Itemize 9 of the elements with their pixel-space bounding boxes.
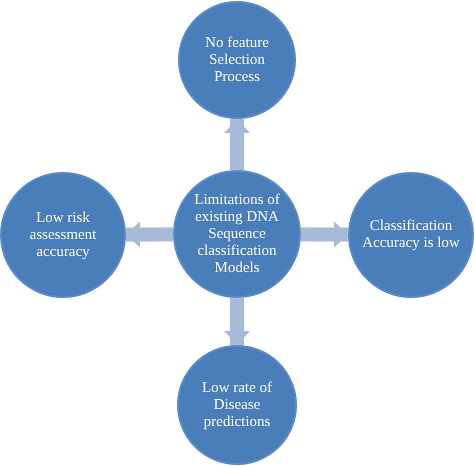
node-text: Classification Accuracy is low (361, 218, 461, 252)
node-text: No feature Selection Process (204, 34, 270, 86)
block-arrow (126, 222, 174, 248)
node-text: Limitations of existing DNA Sequence classification Models (193, 192, 281, 276)
node-text: Low risk assessment accuracy (28, 210, 98, 260)
block-arrow (300, 222, 348, 248)
node-text: Low rate of Disease predictions (201, 380, 273, 430)
block-arrow (224, 119, 250, 170)
block-arrow (224, 298, 250, 345)
